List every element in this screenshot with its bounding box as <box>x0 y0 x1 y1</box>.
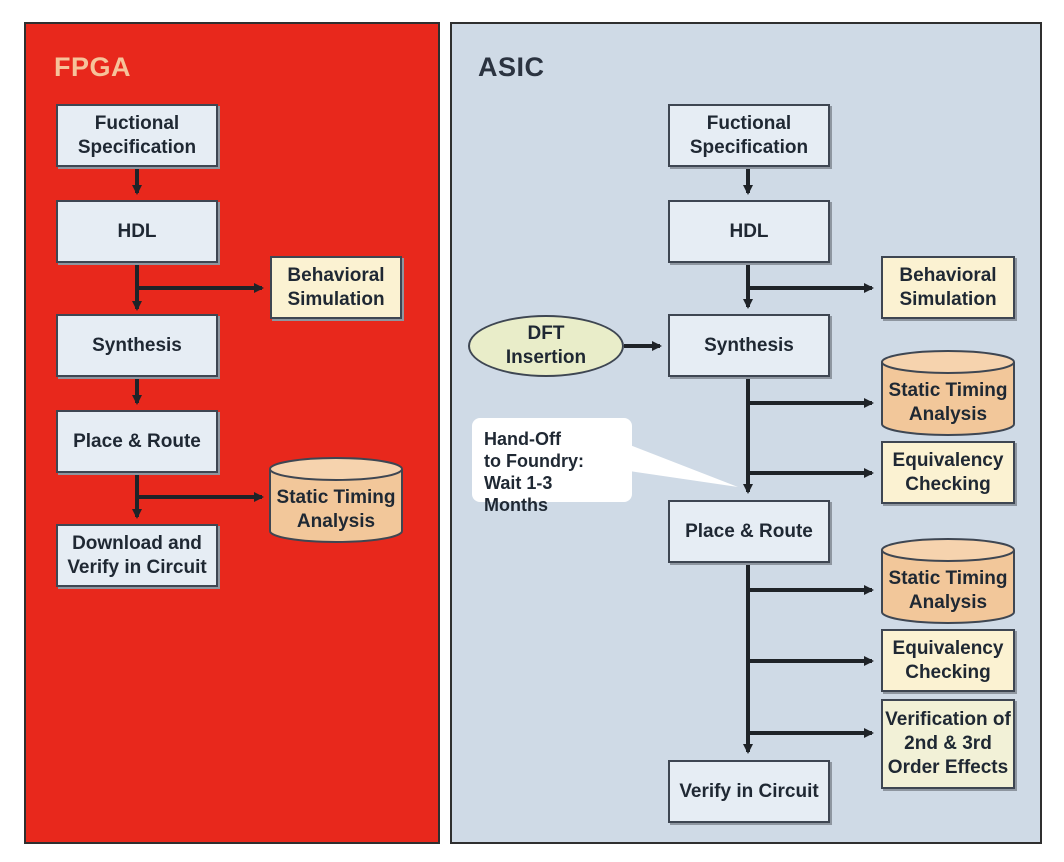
database-cylinder-icon <box>881 350 1015 436</box>
asic-static-timing-cylinder-1: Static Timing Analysis <box>880 349 1016 437</box>
asic-dft-insertion-oval: DFT Insertion <box>468 315 624 377</box>
asic-place-route-box: Place & Route <box>668 500 830 563</box>
asic-static-timing-label-2: Static Timing Analysis <box>888 568 1008 613</box>
handoff-callout: Hand-Off to Foundry: Wait 1-3 Months <box>472 418 632 515</box>
fpga-title: FPGA <box>54 52 132 82</box>
asic-title: ASIC <box>478 52 545 82</box>
fpga-static-timing-label: Static Timing Analysis <box>276 487 396 532</box>
asic-verify-circuit-box: Verify in Circuit <box>668 760 830 823</box>
fpga-static-timing-cylinder: Static Timing Analysis <box>268 456 404 544</box>
asic-functional-spec-box: Fuctional Specification <box>668 104 830 167</box>
fpga-place-route-box: Place & Route <box>56 410 218 473</box>
asic-synthesis-box: Synthesis <box>668 314 830 377</box>
database-cylinder-icon <box>881 538 1015 624</box>
asic-behavioral-simulation-box: Behavioral Simulation <box>881 256 1015 319</box>
asic-static-timing-cylinder-2: Static Timing Analysis <box>880 537 1016 625</box>
asic-static-timing-label-1: Static Timing Analysis <box>888 380 1008 425</box>
asic-equivalency-checking-box-2: Equivalency Checking <box>881 629 1015 692</box>
asic-equivalency-checking-box-1: Equivalency Checking <box>881 441 1015 504</box>
database-cylinder-icon <box>269 457 403 543</box>
asic-hdl-box: HDL <box>668 200 830 263</box>
fpga-synthesis-box: Synthesis <box>56 314 218 377</box>
asic-verification-effects-box: Verification of 2nd & 3rd Order Effects <box>881 699 1015 789</box>
fpga-functional-spec-box: Fuctional Specification <box>56 104 218 167</box>
fpga-hdl-box: HDL <box>56 200 218 263</box>
fpga-behavioral-simulation-box: Behavioral Simulation <box>270 256 402 319</box>
fpga-download-verify-box: Download and Verify in Circuit <box>56 524 218 587</box>
